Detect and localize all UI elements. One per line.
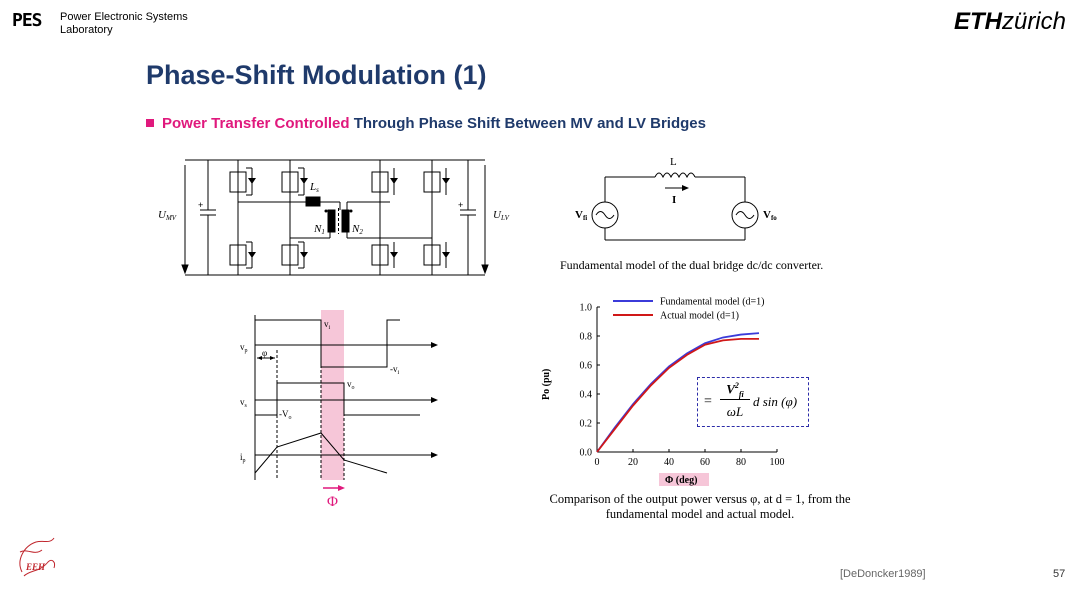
source-right-label: Vfo	[763, 209, 777, 222]
slide-subtitle: Power Transfer Controlled Through Phase …	[146, 115, 706, 132]
chart-x-axis-label: Φ (deg)	[665, 475, 697, 486]
eth-logo-rest: zürich	[1001, 8, 1066, 35]
y-tick-label: 0.0	[580, 448, 593, 459]
lab-name-line2: Laboratory	[60, 24, 113, 36]
eeh-logo: EEH	[19, 537, 55, 577]
eth-logo-bold: ETH	[953, 8, 1002, 35]
slide-title: Phase-Shift Modulation (1)	[146, 60, 487, 90]
power-comparison-chart: 0 20 40 60 80 100 0.0 0.2 0.4 0.6 0.8 1.0 Fundament…	[541, 297, 785, 486]
inductor-label: L	[670, 156, 677, 168]
phi-small-label: φ	[262, 348, 267, 358]
plus-sign-left: +	[198, 200, 203, 210]
y-tick-label: 0.4	[580, 390, 593, 401]
comparison-caption-line1: Comparison of the output power versus φ,…	[549, 492, 851, 506]
chart-y-axis-label: Po (pu)	[541, 369, 552, 400]
page-number: 57	[1053, 568, 1066, 580]
series-line-2	[596, 338, 759, 453]
equation-numerator: V2fi	[720, 381, 750, 400]
y-tick-label: 1.0	[580, 303, 593, 314]
legend-label-2: Actual model (d=1)	[660, 311, 739, 322]
vs-label: vs	[240, 397, 248, 409]
x-tick-label: 100	[770, 457, 785, 468]
lab-name-line1: Power Electronic Systems	[60, 11, 188, 23]
vp-label: vp	[240, 342, 248, 354]
plus-sign-right: +	[458, 200, 463, 210]
x-tick-label: 80	[736, 457, 746, 468]
subtitle-rest: Through Phase Shift Between MV and LV Br…	[349, 115, 706, 132]
n1-label: N1	[313, 223, 325, 236]
equation-denominator: ωL	[726, 404, 744, 419]
phi-big-label: Φ	[327, 494, 338, 510]
neg-vo-label: -Vo	[279, 409, 292, 421]
y-tick-label: 0.6	[580, 361, 593, 372]
u-mv-label: UMV	[158, 209, 177, 222]
power-equation-box: = V2fi ωL d sin (φ)	[697, 377, 809, 427]
citation: [DeDoncker1989]	[840, 568, 926, 580]
fundamental-model-diagram: L I Vfi Vfo	[575, 156, 777, 241]
current-label: I	[672, 194, 676, 206]
phase-shift-waveforms: vi vp φ -vi vo vs -Vo ip Φ	[240, 310, 438, 510]
y-tick-label: 0.2	[580, 419, 593, 430]
neg-vi-label: -vi	[390, 364, 400, 376]
equation-rest: d sin (φ)	[753, 394, 798, 409]
x-tick-label: 20	[628, 457, 638, 468]
comparison-caption-line2: fundamental model and actual model.	[605, 507, 795, 521]
comparison-caption: Comparison of the output power versus φ,…	[520, 492, 880, 522]
vo-label: vo	[347, 379, 355, 391]
x-tick-label: 0	[595, 457, 600, 468]
pes-logo-mark: PES	[12, 10, 42, 31]
y-tick-label: 0.8	[580, 332, 593, 343]
equation-equals: =	[704, 394, 712, 409]
eth-zurich-logo: ETHzürich	[954, 8, 1066, 36]
u-lv-label: ULV	[493, 209, 510, 222]
fundamental-model-caption: Fundamental model of the dual bridge dc/…	[560, 258, 824, 272]
ip-label: ip	[240, 452, 246, 464]
eeh-logo-text: EEH	[25, 562, 46, 572]
legend-label-1: Fundamental model (d=1)	[660, 297, 765, 308]
source-left-label: Vfi	[575, 209, 587, 222]
lab-name: Power Electronic Systems Laboratory	[60, 11, 188, 37]
vi-label: vi	[324, 319, 331, 331]
dab-circuit-diagram: UMV ULV Ls N1 N2 + +	[158, 159, 510, 276]
pes-logo: PES Power Electronic Systems Laboratory	[12, 8, 212, 38]
x-tick-label: 40	[664, 457, 674, 468]
subtitle-highlight: Power Transfer Controlled	[162, 115, 350, 132]
n2-label: N2	[351, 223, 363, 236]
ls-label: Ls	[309, 181, 319, 194]
bullet-square	[146, 119, 154, 127]
x-tick-label: 60	[700, 457, 710, 468]
